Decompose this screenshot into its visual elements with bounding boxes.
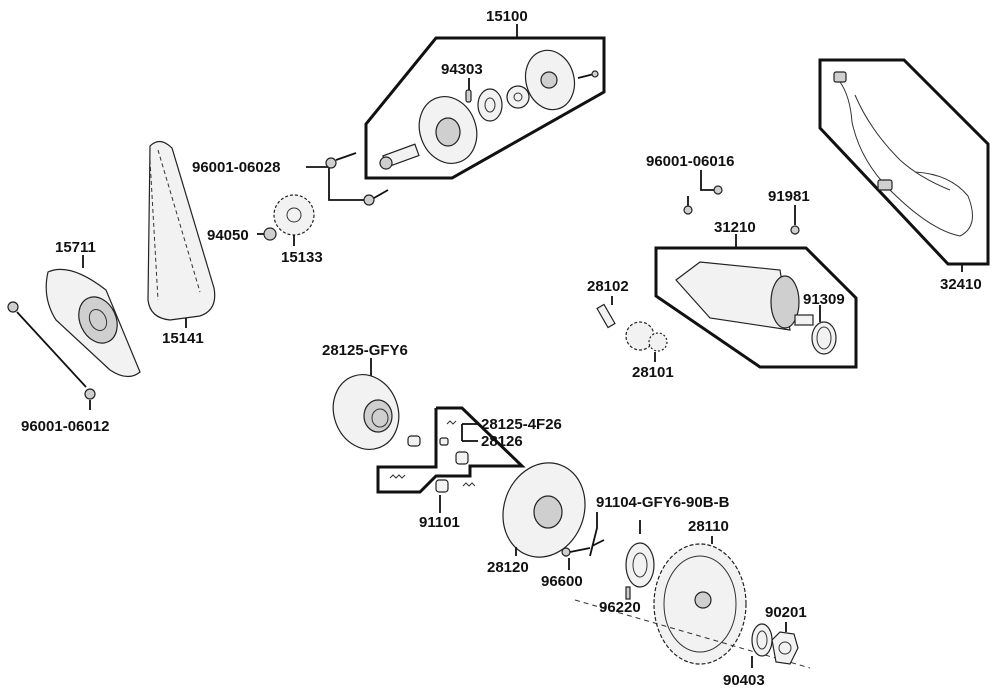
spring-part [462, 482, 476, 487]
small-gear-part [506, 85, 530, 109]
cable-terminal-part [877, 179, 893, 191]
washer-90403 [751, 623, 773, 668]
label-28102: 28102 [587, 278, 629, 295]
washer-part [751, 623, 773, 657]
motor-shaft-part [794, 314, 814, 326]
nut-part [263, 227, 277, 241]
bolts-96001-06016 [683, 170, 723, 215]
bolt-head-part [713, 185, 723, 195]
label-91309: 91309 [803, 291, 845, 308]
label-15711: 15711 [55, 239, 96, 256]
label-28126: 28126 [481, 433, 523, 450]
group-32410 [818, 58, 990, 272]
pin-94303-part [465, 89, 472, 103]
label-94050: 94050 [207, 227, 249, 244]
label-96001-06028: 96001-06028 [192, 159, 280, 176]
screw-part [790, 225, 800, 235]
label-96001-06016: 96001-06016 [646, 153, 734, 170]
label-91981: 91981 [768, 188, 810, 205]
label-15141: 15141 [162, 330, 204, 347]
clutch-outer-28120 [502, 462, 586, 558]
label-31210: 31210 [714, 219, 756, 236]
o-ring-part [811, 321, 837, 355]
roller-ring-part [477, 88, 503, 122]
label-91101: 91101 [419, 514, 460, 531]
screw-91981 [790, 205, 800, 235]
bolt-head-part [561, 547, 571, 557]
bolt-head-part [325, 157, 337, 169]
bolts-96001-06012 [7, 301, 96, 410]
label-15133: 15133 [281, 249, 323, 266]
roller-group-outline [376, 406, 526, 494]
label-28101: 28101 [632, 364, 674, 381]
key-part [625, 586, 631, 600]
group-31210 [654, 234, 858, 369]
label-94303: 94303 [441, 61, 483, 78]
plate-28125-gfy6 [332, 358, 400, 450]
group-32410-outline [818, 58, 990, 266]
nut-94050 [257, 227, 277, 241]
label-91104-GFY6-90B-B: 91104-GFY6-90B-B [596, 494, 730, 511]
bolt-head-part [84, 388, 96, 400]
group-31210-outline [654, 246, 858, 369]
roller-spring-group [376, 406, 526, 513]
label-15100: 15100 [486, 8, 528, 25]
group-15100 [364, 24, 606, 180]
shaft-part [596, 303, 616, 329]
shaft-28102 [596, 296, 616, 329]
roller-part [435, 479, 449, 493]
roller-part [455, 451, 469, 465]
bolt-head-part [363, 194, 375, 206]
chain-15141 [147, 140, 216, 328]
needle-bearing-part [625, 542, 655, 588]
battery-cable-part [839, 81, 973, 237]
group-15100-outline [364, 36, 606, 180]
flange-nut-part [771, 631, 799, 665]
cover-15711 [45, 255, 141, 378]
label-96600: 96600 [541, 573, 583, 590]
label-28120: 28120 [487, 559, 529, 576]
label-28110: 28110 [688, 518, 729, 535]
label-28125-4F26: 28125-4F26 [481, 416, 562, 433]
chain-loop-part [147, 140, 216, 321]
sprocket-part [273, 194, 315, 236]
gear-28101 [625, 321, 668, 362]
sprocket-15133 [273, 194, 315, 246]
gear-28110 [653, 536, 747, 665]
spring-part [389, 474, 406, 479]
roller-part [439, 437, 449, 446]
label-32410: 32410 [940, 276, 982, 293]
bolt-head-part [7, 301, 19, 313]
label-90201: 90201 [765, 604, 807, 621]
key-96220 [574, 586, 811, 669]
label-28125-GFY6: 28125-GFY6 [322, 342, 408, 359]
roller-part [407, 435, 421, 447]
spring-part [446, 420, 457, 425]
bolt-head-part [683, 205, 693, 215]
label-90403: 90403 [723, 672, 765, 689]
label-96220: 96220 [599, 599, 641, 616]
nut-90201 [771, 622, 799, 665]
bolt-group-96001-06028 [306, 152, 389, 206]
label-96001-06012: 96001-06012 [21, 418, 109, 435]
bearing-91104 [561, 512, 655, 588]
cable-terminal-part [833, 71, 847, 83]
